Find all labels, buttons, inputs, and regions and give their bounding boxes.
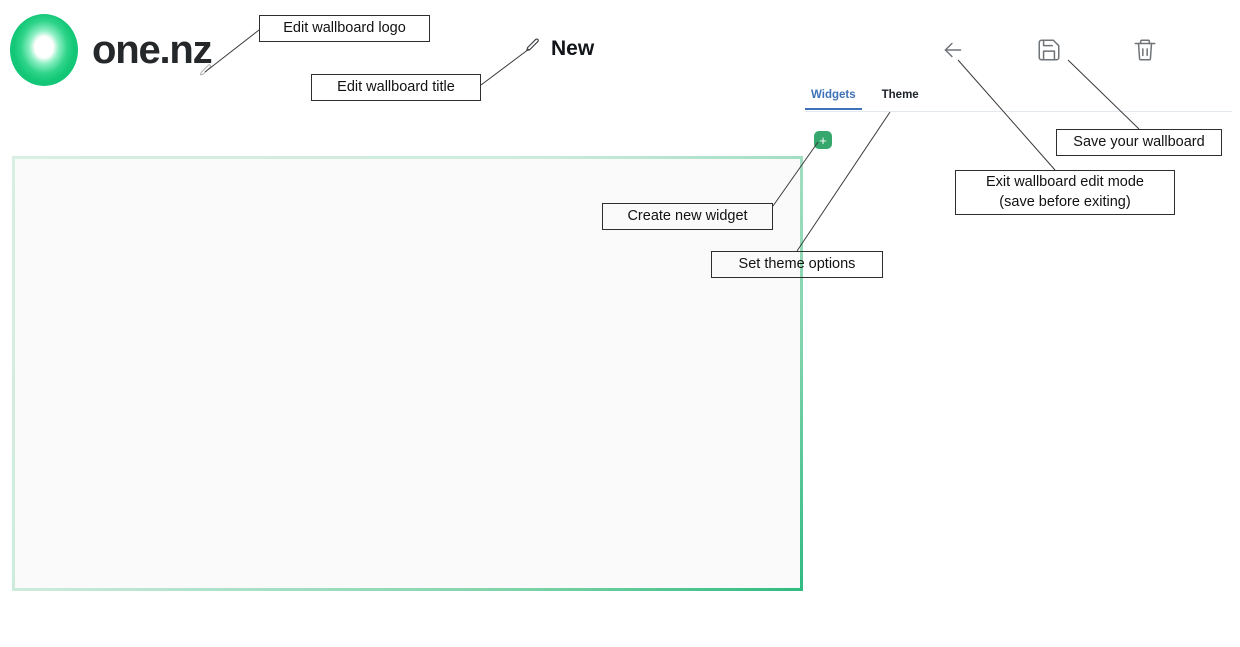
annotation-create-widget: Create new widget — [602, 203, 773, 230]
title-edit-pencil-icon[interactable] — [524, 37, 541, 59]
trash-icon[interactable] — [1132, 37, 1158, 63]
annotation-edit-logo: Edit wallboard logo — [259, 15, 430, 42]
brand-name: one.nz — [92, 28, 213, 72]
leader-line-logo — [204, 29, 260, 73]
annotation-exit-edit-mode: Exit wallboard edit mode (save before ex… — [955, 170, 1175, 215]
panel-divider — [805, 111, 1232, 112]
tab-widgets[interactable]: Widgets — [805, 89, 862, 110]
annotation-theme-options: Set theme options — [711, 251, 883, 278]
wallboard-title-row[interactable]: New — [524, 37, 594, 59]
wallboard-canvas[interactable] — [12, 156, 803, 591]
page-title: New — [551, 36, 595, 60]
brand-logo[interactable]: one.nz — [10, 14, 213, 86]
annotation-edit-title: Edit wallboard title — [311, 74, 481, 101]
tab-theme[interactable]: Theme — [881, 89, 919, 101]
panel-tabs: Widgets Theme — [805, 89, 925, 110]
arrow-left-icon[interactable] — [940, 37, 966, 63]
floppy-disk-icon[interactable] — [1036, 37, 1062, 63]
annotation-save-wallboard: Save your wallboard — [1056, 129, 1222, 156]
add-widget-button[interactable]: + — [814, 131, 832, 149]
plus-icon: + — [819, 132, 827, 148]
one-nz-ring-logo-icon — [10, 14, 78, 86]
leader-line-save — [1067, 59, 1140, 130]
leader-line-theme — [796, 111, 891, 252]
leader-line-title — [480, 48, 530, 86]
leader-line-exit — [957, 59, 1056, 171]
logo-edit-pencil-icon[interactable] — [198, 63, 213, 83]
